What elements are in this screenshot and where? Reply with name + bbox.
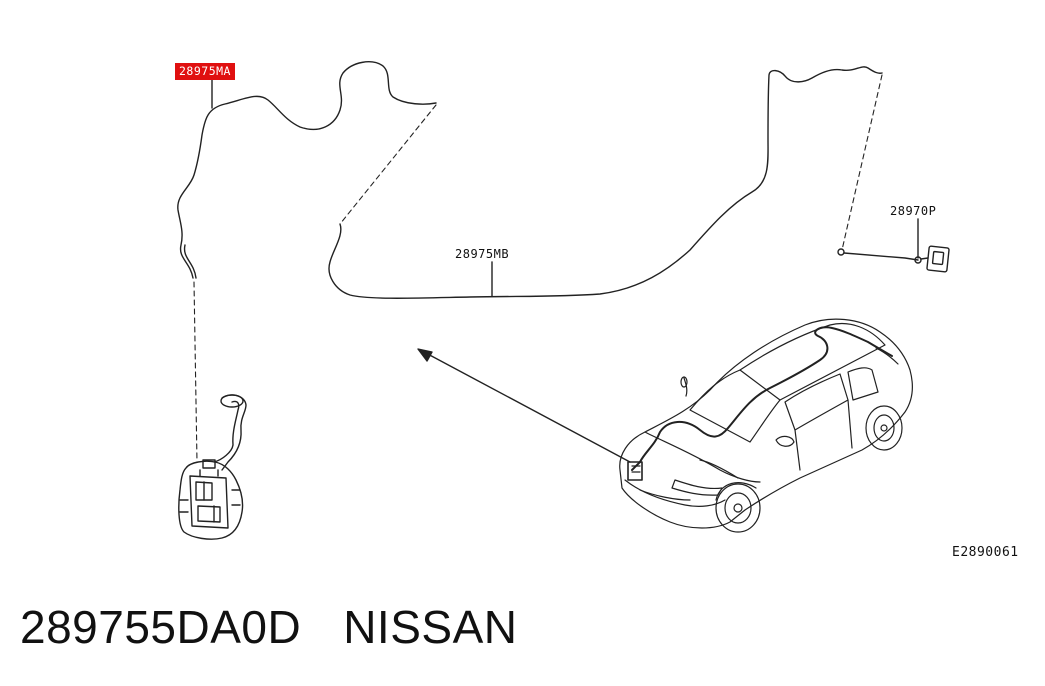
label-28975ma: 28975MA bbox=[175, 63, 235, 80]
dash-link-ma-tank bbox=[193, 281, 198, 463]
dash-link-mb-nozzle bbox=[841, 74, 883, 251]
part-number: 289755DA0D bbox=[20, 601, 302, 653]
car-illustration bbox=[619, 318, 913, 533]
washer-tank bbox=[178, 394, 247, 540]
label-28970p: 28970P bbox=[890, 204, 937, 218]
hose-28975ma bbox=[177, 61, 437, 279]
pointer-arrow bbox=[423, 351, 631, 463]
dash-link-ma-mb bbox=[339, 104, 437, 225]
part-caption: 289755DA0D NISSAN bbox=[20, 600, 517, 654]
label-28975mb: 28975MB bbox=[455, 247, 510, 261]
drawing-code: E2890061 bbox=[952, 545, 1019, 560]
brand-name: NISSAN bbox=[343, 601, 518, 653]
hose-28975mb bbox=[328, 66, 883, 299]
nozzle-28970p bbox=[837, 245, 950, 273]
